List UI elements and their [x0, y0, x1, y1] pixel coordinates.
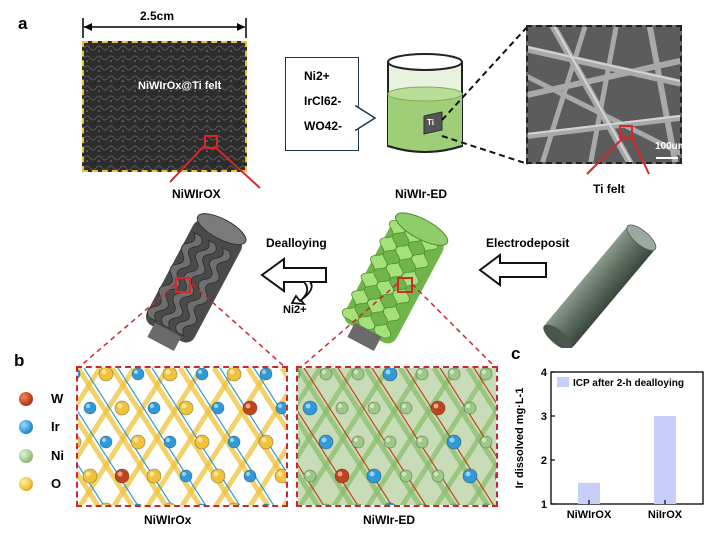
legend-label: Ir [51, 419, 60, 434]
lattice-niwir-ed-label: NiWIr-ED [363, 513, 415, 527]
lattice-niwir-ed [296, 366, 498, 507]
y-tick-label: 3 [541, 411, 547, 423]
plot-frame [550, 371, 704, 505]
legend-label: W [51, 391, 64, 406]
photo-caption: NiWIrOx@Ti felt [138, 80, 222, 92]
sem-label: Ti felt [593, 182, 625, 196]
lattice-zoom-lines [77, 283, 497, 369]
ir-atom-icon [19, 420, 33, 434]
legend-item-o: O [19, 476, 61, 494]
legend-label: O [51, 476, 62, 491]
photo-callout-lines [169, 145, 261, 189]
dealloying-arrow [260, 257, 327, 305]
sem-callout-lines [586, 135, 650, 175]
panel-label-c: c [511, 344, 521, 363]
ni-atom-icon [19, 449, 33, 463]
x-tick-label: NiIrOX [648, 509, 683, 521]
ion-box-pointer [355, 104, 377, 132]
ion-ircl6: IrCl62- [304, 94, 342, 108]
legend-label: ICP after 2-h dealloying [573, 378, 684, 389]
lattice-niwirox-label: NiWIrOx [144, 513, 192, 527]
dealloying-ion-label: Ni2+ [283, 304, 307, 316]
lattice-bonds [298, 368, 496, 505]
legend-item-w: W [19, 391, 63, 409]
x-tick-label: NiWIrOX [567, 509, 612, 521]
lattice-niwirox-structure [78, 368, 286, 505]
o-atom-icon [19, 477, 33, 491]
precursor-ions-box: Ni2+ IrCl62- WO42- [285, 57, 359, 151]
lattice-niwir-ed-structure [298, 368, 496, 505]
bare-ti-rod [543, 224, 657, 348]
y-axis-label: Ir dissolved mg·L-1 [514, 388, 526, 489]
panel-label-b: b [14, 351, 25, 370]
sem-scale-label: 100um [655, 141, 687, 152]
lattice-bonds [78, 368, 286, 505]
sem-fibers [528, 27, 680, 162]
electrodeposit-label: Electrodeposit [486, 236, 570, 250]
beaker-label: NiWIr-ED [395, 187, 447, 201]
w-atom-icon [19, 392, 33, 406]
y-tick-label: 2 [541, 455, 547, 467]
scale-bar [82, 18, 247, 38]
y-tick-label: 4 [541, 367, 548, 379]
ion-ni: Ni2+ [304, 69, 330, 83]
photo-label: NiWIrOX [172, 187, 221, 201]
legend-item-ir: Ir [19, 419, 60, 437]
bar [654, 416, 676, 504]
dealloying-label: Dealloying [266, 236, 327, 250]
ion-wo4: WO42- [304, 119, 343, 133]
legend-label: Ni [51, 448, 64, 463]
lattice-niwirox [76, 366, 288, 507]
bar [578, 482, 600, 504]
beaker-chip-label: Ti [427, 118, 434, 127]
dealloyed-rod [145, 213, 247, 351]
scale-bar-label: 2.5cm [140, 9, 175, 23]
lattice-atoms [78, 368, 286, 505]
electrodeposit-arrow [478, 253, 547, 287]
panel-label-a: a [18, 14, 28, 33]
sem-image [526, 25, 682, 164]
sem-zoom-lines [441, 25, 529, 165]
y-tick-label: 1 [541, 499, 547, 511]
lattice-atoms [298, 368, 496, 505]
legend-item-ni: Ni [19, 448, 64, 466]
legend-swatch [557, 377, 569, 387]
